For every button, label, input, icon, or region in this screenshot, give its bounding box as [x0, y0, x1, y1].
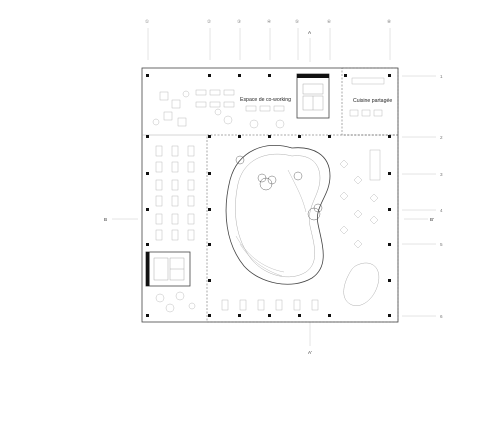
columns — [146, 74, 391, 317]
grid-label-right: 5 — [440, 242, 443, 247]
stair-core-left — [145, 251, 191, 287]
grid-label-right: 3 — [440, 172, 443, 177]
atrium-boundary — [206, 134, 399, 323]
right-zone-furniture — [221, 149, 381, 311]
section-markers: A A' B B' — [104, 30, 434, 355]
grid-label-top: ⑤ — [295, 19, 300, 24]
room-label-kitchen: Cuisine partagée — [353, 98, 392, 104]
grid-axes-horizontal — [402, 75, 436, 317]
grid-label-top: ② — [207, 19, 212, 24]
grid-label-right: 1 — [440, 74, 443, 79]
section-label-a-bottom: A' — [308, 350, 312, 355]
grid-labels-right: 1 2 3 4 5 6 — [440, 74, 443, 319]
section-label-b-right: B' — [430, 217, 434, 222]
stair-core-top — [296, 73, 330, 119]
grid-label-right: 2 — [440, 135, 443, 140]
grid-label-top: ① — [145, 19, 150, 24]
grid-labels-top: ① ② ③ ④ ⑤ ⑥ ⑧ — [145, 19, 392, 24]
grid-label-right: 6 — [440, 314, 443, 319]
section-label-b-left: B — [104, 217, 107, 222]
section-label-a-top: A — [308, 30, 312, 35]
grid-label-top: ⑧ — [387, 19, 392, 24]
central-void — [225, 144, 331, 285]
grid-label-right: 4 — [440, 208, 443, 213]
grid-label-top: ③ — [237, 19, 242, 24]
grid-label-top: ④ — [267, 19, 272, 24]
grid-label-top: ⑥ — [327, 19, 332, 24]
kitchen-furniture — [349, 77, 385, 117]
coworking-furniture — [152, 89, 285, 129]
left-study-tables — [155, 145, 196, 313]
grid-axes-vertical — [147, 28, 391, 60]
room-label-coworking: Espace de co-working — [240, 97, 291, 103]
kitchen-room — [341, 67, 399, 136]
